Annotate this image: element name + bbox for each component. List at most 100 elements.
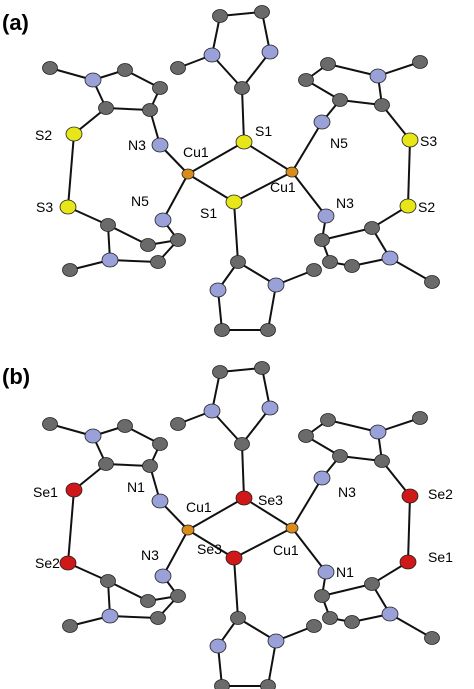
bond-s1t-ti1 xyxy=(241,87,245,143)
bond-cu2-s1b xyxy=(233,527,293,559)
atom-c-lt3 xyxy=(117,63,133,77)
atom-n-rt4 xyxy=(369,424,387,440)
atom-se-s1b xyxy=(225,550,243,566)
atom-c-tim xyxy=(170,417,186,431)
atom-c-lb3 xyxy=(170,589,186,603)
bond-bi4-bi5 xyxy=(267,284,277,331)
atom-c-lt5 xyxy=(98,457,114,471)
atom-n-n5r xyxy=(313,114,331,130)
bond-cu2-s1b xyxy=(233,171,293,203)
atom-c-rb2 xyxy=(314,589,330,603)
atom-c-ti3 xyxy=(212,365,228,379)
atom-c-lb2 xyxy=(140,238,156,252)
bond-s1b-bi1 xyxy=(233,201,239,263)
atom-c-lb1 xyxy=(100,574,116,588)
atom-n-bi5 xyxy=(267,633,285,649)
atom-label-n5: N5 xyxy=(131,193,149,209)
bond-s2l-s3l xyxy=(67,489,75,564)
atom-label-n3: N3 xyxy=(336,195,354,211)
atom-c-lt4 xyxy=(152,81,168,95)
atom-n-bi2 xyxy=(209,282,227,298)
atom-c-rt3 xyxy=(320,413,336,427)
bond-cu2-n3r xyxy=(291,527,327,573)
atom-label-cu1: Cu1 xyxy=(183,144,209,160)
atom-c-ti1 xyxy=(234,81,250,95)
atom-n-n3r xyxy=(317,564,335,580)
atom-c-lbm xyxy=(62,619,78,633)
atom-c-bi4 xyxy=(260,323,276,337)
bond-cu2-s1t xyxy=(243,497,293,529)
atom-c-tim xyxy=(170,61,186,75)
atom-label-se2: Se2 xyxy=(428,486,453,502)
atom-n-n5l xyxy=(154,568,172,584)
atom-c-bim xyxy=(306,263,322,277)
atom-c-rbm xyxy=(424,275,440,289)
bond-cu1-s1t xyxy=(187,497,245,531)
atom-c-rt5 xyxy=(374,454,390,468)
atom-c-rt5 xyxy=(374,98,390,112)
atom-se-s1t xyxy=(235,490,253,506)
atom-c-bim xyxy=(306,619,322,633)
atom-c-rt1 xyxy=(332,449,348,463)
atom-label-cu1: Cu1 xyxy=(186,499,212,515)
atom-label-se1: Se1 xyxy=(33,484,58,500)
atom-c-rtm xyxy=(412,55,428,69)
atom-se-s3l xyxy=(59,555,77,571)
bond-bi4-bi5 xyxy=(267,640,277,687)
atom-c-rtm xyxy=(412,411,428,425)
atom-c-bi3 xyxy=(214,323,230,337)
atom-n-ti5 xyxy=(261,400,279,416)
bond-s1t-ti1 xyxy=(241,443,245,499)
atom-n-n3l xyxy=(151,137,169,153)
atom-cu-cu1 xyxy=(181,168,195,180)
atom-c-bi1 xyxy=(230,255,246,269)
bond-cu2-n3r xyxy=(291,171,327,217)
atom-c-bi3 xyxy=(214,679,230,689)
atom-c-rt3 xyxy=(320,57,336,71)
atom-label-n3: N3 xyxy=(141,547,159,563)
atom-s-s2r xyxy=(399,198,417,214)
atom-n-rb4 xyxy=(381,606,399,622)
atom-n-n5r xyxy=(313,470,331,486)
atom-c-lb4 xyxy=(150,611,166,625)
atom-label-n3: N3 xyxy=(128,137,146,153)
atom-c-lb1 xyxy=(100,218,116,232)
atom-se-s2l xyxy=(65,482,83,498)
atom-label-se1: Se1 xyxy=(428,549,453,565)
atom-c-rb1 xyxy=(364,221,380,235)
atom-cu-cu1 xyxy=(181,524,195,536)
atom-label-n5: N5 xyxy=(330,135,348,151)
atom-n-ti5 xyxy=(261,44,279,60)
atom-c-rt2 xyxy=(298,73,314,87)
atom-c-rt2 xyxy=(298,429,314,443)
atom-n-n3l xyxy=(151,493,169,509)
atom-label-n1: N1 xyxy=(127,479,145,495)
panel-label-b: (b) xyxy=(2,364,30,389)
bond-cu1-n5l xyxy=(162,529,189,577)
atom-c-rb3 xyxy=(322,255,338,269)
bond-rb1-rb2 xyxy=(321,583,373,597)
atom-c-ltm xyxy=(42,61,58,75)
bond-s2l-s3l xyxy=(67,133,75,208)
atom-label-s1: S1 xyxy=(200,205,217,221)
bond-cu1-s1b xyxy=(187,173,235,203)
atom-n-bi2 xyxy=(209,638,227,654)
atom-label-s3: S3 xyxy=(420,133,437,149)
atom-n-n3r xyxy=(317,208,335,224)
bond-cu1-s1b xyxy=(187,529,235,559)
atom-n-lb5 xyxy=(101,608,119,624)
atom-c-ti3 xyxy=(212,9,228,23)
atom-c-lt1 xyxy=(142,103,158,117)
atom-n-bi5 xyxy=(267,277,285,293)
atom-label-s3: S3 xyxy=(36,199,53,215)
bond-rb1-rb2 xyxy=(321,227,373,241)
atom-c-lt5 xyxy=(98,101,114,115)
atom-label-n3: N3 xyxy=(338,484,356,500)
bond-cu2-n5r xyxy=(291,477,323,529)
bond-cu1-n5l xyxy=(162,173,189,221)
atom-c-bi4 xyxy=(260,679,276,689)
atom-c-lb2 xyxy=(140,594,156,608)
atom-c-ti4 xyxy=(254,5,270,19)
